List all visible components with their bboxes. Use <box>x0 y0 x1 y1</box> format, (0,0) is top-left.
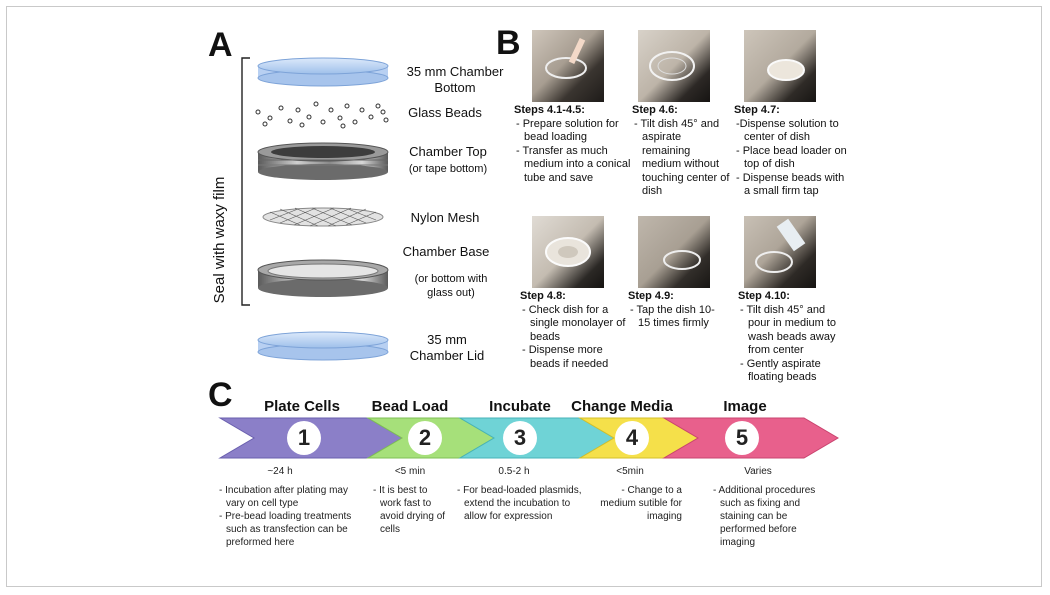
step-4-1-title: Steps 4.1-4.5: <box>514 104 585 116</box>
stage-2-number: 2 <box>408 421 442 455</box>
stage-1-item: - Incubation after plating may vary on c… <box>219 485 348 509</box>
sublabel-chamber-base: (or bottom with glass out) <box>414 273 488 299</box>
figure-frame <box>6 6 1042 587</box>
stage-2-time: <5 min <box>394 466 426 477</box>
stage-3-number: 3 <box>503 421 537 455</box>
label-chamber-base: Chamber Base <box>402 244 490 259</box>
nylon-mesh <box>262 207 384 227</box>
stage-2-title: Bead Load <box>371 398 449 415</box>
step-4-8-block: Step 4.8: - Check dish for a single mono… <box>520 290 628 371</box>
chamber-lid-disk <box>257 331 389 361</box>
stage-3-time: 0.5-2 h <box>498 466 530 477</box>
step-4-6-block: Step 4.6: - Tilt dish 45° and aspirate r… <box>632 104 730 199</box>
step-4-10-title: Step 4.10: <box>738 290 790 302</box>
step-4-10-block: Step 4.10: - Tilt dish 45° and pour in m… <box>738 290 842 385</box>
step-4-7-item: - Place bead loader on top of dish <box>736 144 847 171</box>
step-4-1-item: - Transfer as much medium into a conical… <box>516 144 631 184</box>
workflow-arrows <box>218 417 839 459</box>
step-4-6-photo <box>638 30 710 102</box>
stage-3-title: Incubate <box>489 398 551 415</box>
step-4-9-item: - Tap the dish 10-15 times firmly <box>630 303 715 330</box>
label-glass-beads: Glass Beads <box>408 105 482 120</box>
glass-beads <box>255 101 389 129</box>
stage-1-item: - Pre-bead loading treatments such as tr… <box>219 511 352 548</box>
stage-3-description: - For bead-loaded plasmids, extend the i… <box>456 484 584 523</box>
stage-2-description: - It is best to work fast to avoid dryin… <box>372 484 448 536</box>
label-chamber-lid: 35 mm Chamber Lid <box>409 332 485 363</box>
step-4-1-photo <box>532 30 604 102</box>
stage-5-description: - Additional procedures such as fixing a… <box>712 484 824 549</box>
stage-4-item: - Change to a medium sutible for imaging <box>600 485 682 522</box>
label-chamber-top: Chamber Top <box>409 144 487 159</box>
step-4-10-item: - Gently aspirate floating beads <box>740 357 821 384</box>
step-4-7-photo <box>744 30 816 102</box>
stage-4-title: Change Media <box>571 398 673 415</box>
step-4-8-photo <box>532 216 604 288</box>
panel-a-letter: A <box>208 26 233 64</box>
step-4-7-item: -Dispense solution to center of dish <box>736 117 839 144</box>
step-4-8-item: - Check dish for a single monolayer of b… <box>522 303 626 343</box>
step-4-6-title: Step 4.6: <box>632 104 678 116</box>
stage-2-item: - It is best to work fast to avoid dryin… <box>373 485 446 535</box>
stage-4-description: - Change to a medium sutible for imaging <box>590 484 682 523</box>
stage-5-title: Image <box>723 398 767 415</box>
step-4-7-block: Step 4.7: -Dispense solution to center o… <box>734 104 852 199</box>
stage-4-time: <5min <box>616 466 644 477</box>
step-4-8-title: Step 4.8: <box>520 290 566 302</box>
stage-4-number: 4 <box>615 421 649 455</box>
step-4-6-item: - Tilt dish 45° and aspirate remaining m… <box>634 117 730 198</box>
panel-c-letter: C <box>208 376 233 414</box>
chamber-top-ring <box>257 142 389 180</box>
label-chamber-bottom: 35 mm Chamber Bottom <box>406 64 504 95</box>
step-4-8-item: - Dispense more beads if needed <box>522 344 609 370</box>
stage-5-number: 5 <box>725 421 759 455</box>
step-4-1-block: Steps 4.1-4.5: - Prepare solution for be… <box>514 104 634 185</box>
label-nylon-mesh: Nylon Mesh <box>410 210 480 225</box>
stage-1-time: ~24 h <box>267 466 293 477</box>
stage-1-description: - Incubation after plating may vary on c… <box>218 484 360 549</box>
panel-b-letter: B <box>496 24 521 62</box>
chamber-base-ring <box>257 259 389 297</box>
step-4-9-block: Step 4.9: - Tap the dish 10-15 times fir… <box>628 290 724 331</box>
step-4-7-item: - Dispense beads with a small firm tap <box>736 171 845 198</box>
step-4-7-title: Step 4.7: <box>734 104 780 116</box>
step-4-10-item: - Tilt dish 45° and pour in medium to wa… <box>740 303 837 357</box>
chamber-illustration <box>241 57 389 361</box>
stage-5-item: - Additional procedures such as fixing a… <box>713 485 816 548</box>
step-4-9-title: Step 4.9: <box>628 290 674 302</box>
stage-3-item: - For bead-loaded plasmids, extend the i… <box>457 485 582 522</box>
chamber-bottom-disk <box>257 57 389 87</box>
step-4-9-photo <box>638 216 710 288</box>
step-4-10-photo <box>744 216 816 288</box>
step-4-1-item: - Prepare solution for bead loading <box>516 117 619 144</box>
seal-bracket <box>241 57 250 306</box>
sublabel-chamber-top: (or tape bottom) <box>408 163 488 175</box>
stage-1-number: 1 <box>287 421 321 455</box>
stage-5-time: Varies <box>744 466 772 477</box>
stage-1-title: Plate Cells <box>264 398 340 415</box>
